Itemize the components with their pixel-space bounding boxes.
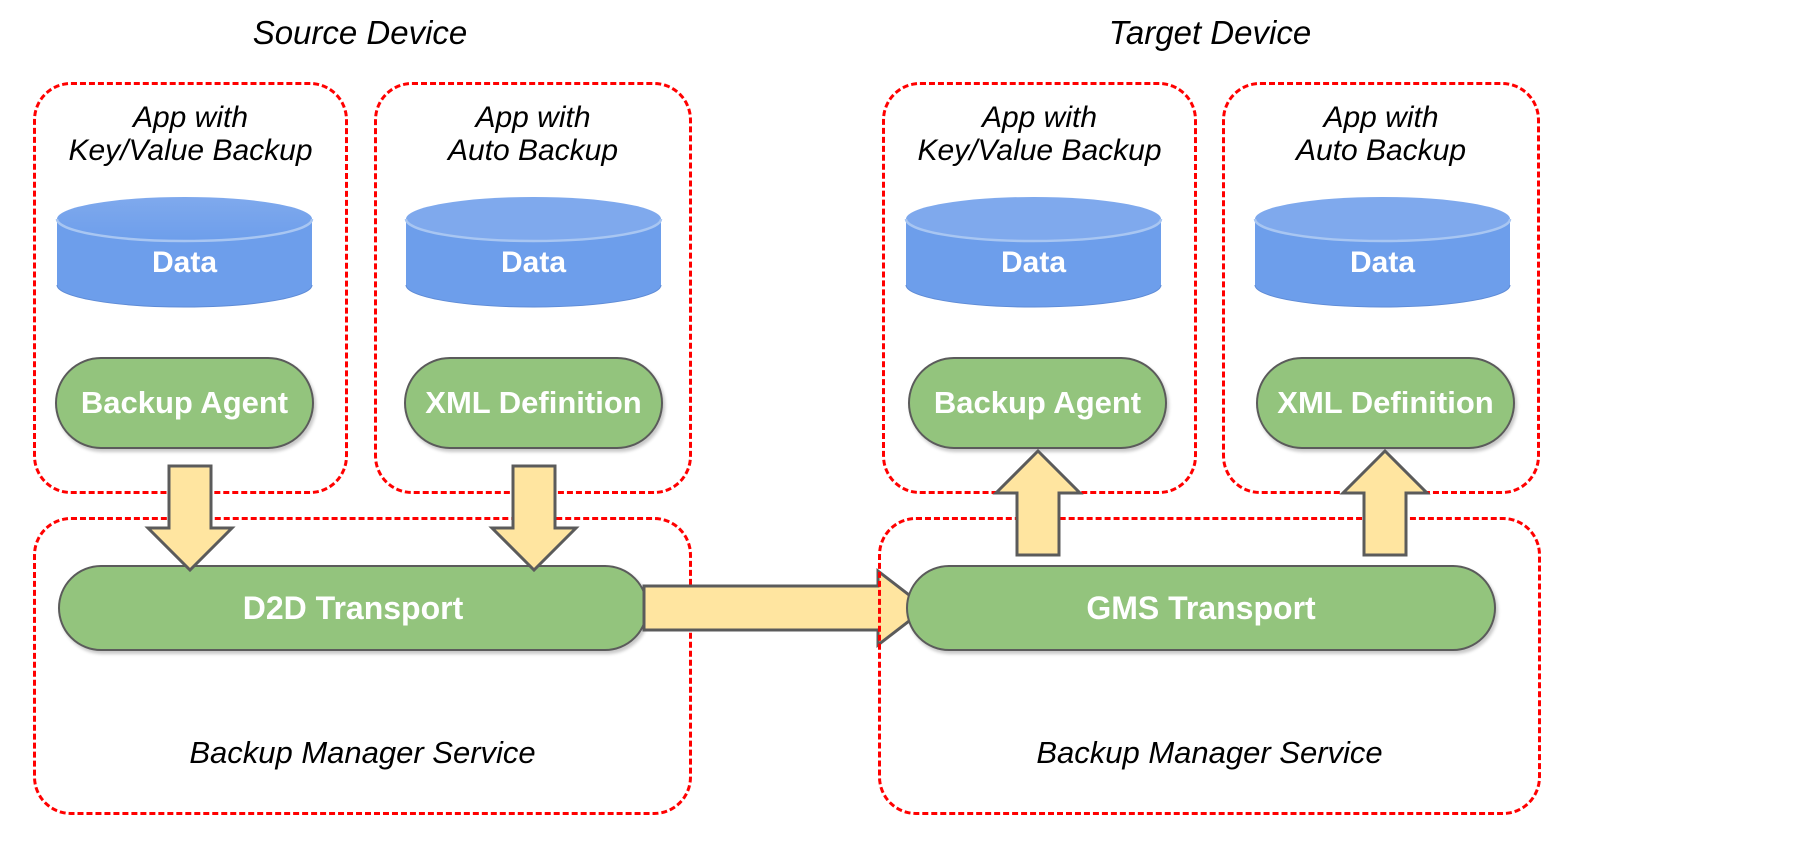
arrow-gms-to-xml-definition-up-icon [1339, 448, 1431, 557]
target-app-keyvalue-data-cylinder: Data [904, 197, 1163, 308]
target-xml-definition-pill[interactable]: XML Definition [1256, 357, 1515, 449]
source-backup-agent-pill[interactable]: Backup Agent [55, 357, 314, 449]
source-app-keyvalue-data-label: Data [151, 246, 218, 279]
target-app-keyvalue-data-label: Data [1000, 246, 1067, 279]
arrow-xml-definition-to-d2d-down-icon [488, 464, 580, 573]
source-device-title: Source Device [252, 14, 468, 51]
target-app-auto-title-line1: App with [1323, 101, 1439, 134]
source-app-auto-title-line1: App with [475, 101, 591, 134]
target-device-title: Target Device [1108, 14, 1312, 51]
arrow-backup-agent-to-d2d-down-icon [144, 464, 236, 573]
source-app-keyvalue-data-cylinder: Data [55, 197, 314, 308]
source-backup-manager-service-label: Backup Manager Service [189, 735, 536, 770]
source-xml-definition-pill[interactable]: XML Definition [404, 357, 663, 449]
target-backup-manager-service-label: Backup Manager Service [1036, 735, 1383, 770]
target-backup-manager-service-box: Backup Manager Service [878, 517, 1541, 815]
source-backup-manager-service-box: Backup Manager Service [33, 517, 692, 815]
d2d-transport-pill[interactable]: D2D Transport [58, 565, 648, 651]
target-app-keyvalue-title-line2: Key/Value Backup [917, 134, 1162, 167]
source-app-keyvalue-title-line1: App with [132, 101, 249, 134]
source-app-auto-data-label: Data [500, 246, 567, 279]
target-app-auto-data-cylinder: Data [1253, 197, 1512, 308]
target-app-keyvalue-title-line1: App with [981, 101, 1098, 134]
source-app-auto-data-cylinder: Data [404, 197, 663, 308]
source-app-auto-title-line2: Auto Backup [447, 134, 619, 167]
target-app-auto-title-line2: Auto Backup [1295, 134, 1467, 167]
gms-transport-pill[interactable]: GMS Transport [906, 565, 1496, 651]
target-backup-agent-pill[interactable]: Backup Agent [908, 357, 1167, 449]
target-app-auto-data-label: Data [1349, 246, 1416, 279]
arrow-gms-to-backup-agent-up-icon [992, 448, 1084, 557]
source-app-keyvalue-title-line2: Key/Value Backup [68, 134, 313, 167]
